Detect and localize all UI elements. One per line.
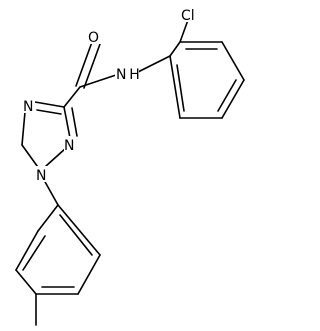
atom-nh: N H xyxy=(116,67,140,83)
bond-tz-n1-n2 xyxy=(45,147,67,167)
atom-labels: O N H Cl N N N xyxy=(23,6,200,184)
bond-cp-c4-c5 xyxy=(221,79,245,119)
atom-n-triazole-4: N xyxy=(23,99,33,115)
bonds xyxy=(15,19,245,326)
bond-c-cl xyxy=(179,19,189,43)
bond-tz-n4-c5 xyxy=(21,111,26,146)
bond-tl-c3-c4 xyxy=(15,269,37,295)
atom-o: O xyxy=(88,30,99,46)
bond-tz-c3-n4-double xyxy=(36,109,62,115)
bond-carbonyl-c-triazole xyxy=(63,86,81,108)
atom-cl: Cl xyxy=(181,8,195,24)
bond-n1-tolyl xyxy=(43,179,59,206)
bond-nh-phenyl xyxy=(137,55,171,73)
bond-tz-n2-c3-double xyxy=(71,107,78,137)
bond-carbonyl-c-nh xyxy=(79,74,117,88)
bond-tz-c5-n1 xyxy=(21,144,41,171)
molecule-structure: O N H Cl N N N xyxy=(15,6,245,326)
bond-tl-inner-1 xyxy=(22,235,46,271)
bond-cp-c6-c1 xyxy=(169,55,181,119)
bond-tl-c2-c3 xyxy=(15,230,39,271)
bond-cp-inner-3 xyxy=(176,64,185,112)
bond-tl-inner-3 xyxy=(59,214,93,256)
bond-carbonyl-c-o-2 xyxy=(83,43,101,89)
bond-cp-inner-2 xyxy=(217,79,237,112)
atom-n-triazole-1: N xyxy=(36,168,46,184)
bond-tz-n2-c3 xyxy=(63,106,71,139)
bond-cp-c1-c2 xyxy=(169,41,181,57)
bond-tz-c3-n4 xyxy=(34,101,65,108)
bond-carbonyl-c-o-1 xyxy=(75,41,93,87)
bond-tl-c1-c2 xyxy=(37,204,59,232)
bond-cp-c3-c4 xyxy=(221,41,245,81)
bond-tl-c6-c1 xyxy=(57,204,101,256)
atom-n-triazole-2: N xyxy=(64,138,74,154)
bond-tl-c5-c6 xyxy=(77,254,101,295)
